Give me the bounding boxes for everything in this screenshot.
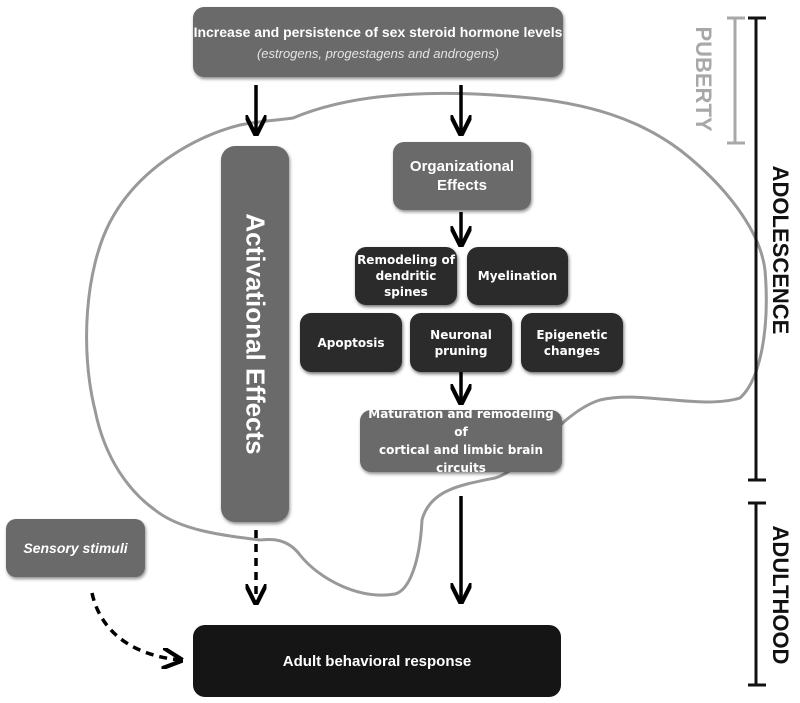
dendritic-spines-box: Remodeling of dendritic spines <box>355 247 457 305</box>
myelination-box: Myelination <box>467 247 568 305</box>
activational-effects-label: Activational Effects <box>240 213 271 455</box>
apoptosis-box: Apoptosis <box>300 313 402 372</box>
adolescence-bracket <box>748 16 766 482</box>
dendritic-spines-label: Remodeling of dendritic spines <box>357 253 455 299</box>
maturation-label: Maturation and remodeling of cortical an… <box>368 407 554 475</box>
sensory-stimuli-box: Sensory stimuli <box>6 519 145 577</box>
neuronal-pruning-box: Neuronal pruning <box>410 313 512 372</box>
apoptosis-label: Apoptosis <box>317 335 385 350</box>
neuronal-pruning-label: Neuronal pruning <box>430 327 492 358</box>
adult-behavioral-response-box: Adult behavioral response <box>193 625 561 697</box>
epigenetic-changes-label: Epigenetic changes <box>536 327 608 358</box>
myelination-label: Myelination <box>477 269 558 283</box>
sensory-stimuli-label: Sensory stimuli <box>23 540 128 556</box>
activational-effects-bar: Activational Effects <box>221 146 289 522</box>
adulthood-bracket <box>748 501 766 687</box>
organizational-effects-label: Organizational Effects <box>409 158 515 194</box>
arrow-sensory-to-behavior-dashed <box>90 592 180 660</box>
hormone-levels-title: Increase and persistence of sex steroid … <box>193 23 563 40</box>
stage-label-adolescence: ADOLESCENCE <box>768 165 793 335</box>
epigenetic-changes-box: Epigenetic changes <box>521 313 623 372</box>
stage-label-adulthood: ADULTHOOD <box>768 525 793 665</box>
maturation-box: Maturation and remodeling of cortical an… <box>360 407 562 475</box>
hormone-types-subtitle: (estrogens, progestagens and androgens) <box>256 45 500 61</box>
stage-label-puberty: PUBERTY <box>691 26 716 132</box>
brain-outline <box>85 91 768 597</box>
organizational-effects-box: Organizational Effects <box>393 142 531 210</box>
hormone-levels-box: Increase and persistence of sex steroid … <box>193 7 563 77</box>
adult-behavioral-response-label: Adult behavioral response <box>282 652 472 670</box>
puberty-bracket <box>727 16 745 145</box>
